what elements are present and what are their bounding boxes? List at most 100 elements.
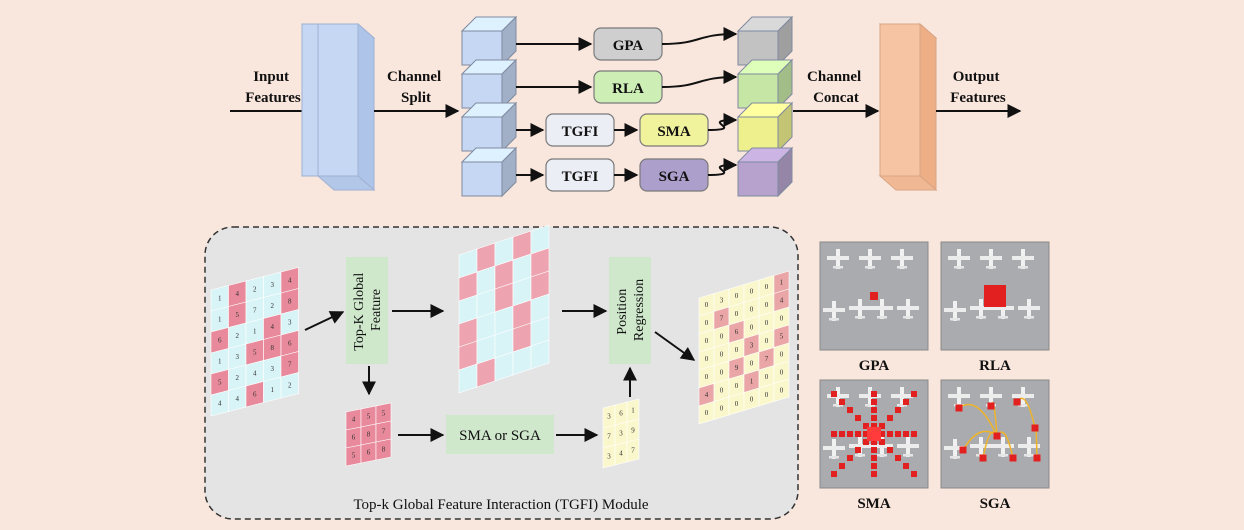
aircraft-icon <box>859 387 881 407</box>
grid-value: 6 <box>253 390 257 398</box>
gpa-example-panel: GPA <box>819 241 929 374</box>
svg-text:TGFI: TGFI <box>562 169 599 185</box>
aircraft-icon <box>1018 437 1040 457</box>
grid-value: 0 <box>705 301 709 309</box>
tgfi-module-title: Top-k Global Feature Interaction (TGFI) … <box>353 497 648 513</box>
grid-value: 6 <box>288 339 292 347</box>
tgfi-output-grid: 0300010700040060000003050090704001000000… <box>698 270 790 425</box>
grid-value: 4 <box>236 290 240 298</box>
aircraft-icon <box>1018 299 1040 319</box>
grid-value: 7 <box>382 428 386 436</box>
tgfi-module-panel: Top-k Global Feature Interaction (TGFI) … <box>204 224 799 520</box>
grid-value: 0 <box>765 319 769 327</box>
to-concat-arrow <box>661 27 738 45</box>
grid-value: 4 <box>705 391 709 399</box>
split-cube-4 <box>460 146 518 198</box>
grid-cell <box>280 372 299 399</box>
grid-value: 3 <box>720 296 724 304</box>
grid-value: 1 <box>218 294 222 302</box>
concat-cube-3 <box>736 101 794 153</box>
sga-sampled-points <box>955 397 1041 462</box>
aircraft-icon <box>823 301 845 321</box>
grid-value: 0 <box>765 391 769 399</box>
aircraft-icon <box>891 249 913 269</box>
grid-value: 0 <box>780 386 784 394</box>
grid-value: 0 <box>780 314 784 322</box>
aircraft-icon <box>827 387 849 407</box>
grid-value: 4 <box>271 323 275 331</box>
grid-value: 0 <box>705 373 709 381</box>
grid-value: 4 <box>218 399 222 407</box>
svg-text:SMA: SMA <box>657 124 691 140</box>
sga-example-panel: SGA <box>940 379 1050 512</box>
concat-cube-2 <box>736 58 794 110</box>
grid-value: 1 <box>750 377 754 385</box>
grid-value: 6 <box>735 328 739 336</box>
grid-value: 3 <box>619 430 623 438</box>
grid-value: 0 <box>720 332 724 340</box>
sga-example-label: SGA <box>980 496 1011 512</box>
grid-cell <box>626 438 640 463</box>
position-regression-box: Position Regression <box>609 257 651 364</box>
concat-cube-4 <box>736 146 794 198</box>
rla-example-label: RLA <box>979 358 1011 374</box>
branch-2: RLA <box>516 70 738 104</box>
aircraft-icon <box>992 437 1014 457</box>
rla-example-panel: RLA <box>940 241 1050 374</box>
aircraft-icon <box>849 299 871 319</box>
grid-value: 0 <box>750 305 754 313</box>
grid-cell <box>530 339 550 370</box>
grid-value: 0 <box>780 350 784 358</box>
grid-cell <box>375 438 392 461</box>
grid-value: 0 <box>750 395 754 403</box>
grid-value: 0 <box>750 359 754 367</box>
highlight-map-cells <box>458 224 550 394</box>
grid-value: 0 <box>705 355 709 363</box>
branch-4: TGFI SGA <box>516 158 738 192</box>
grid-value: 1 <box>271 386 275 394</box>
concat-cube-1 <box>736 15 794 67</box>
grid-value: 2 <box>271 302 275 310</box>
grid-value: 0 <box>705 319 709 327</box>
topk-global-feature-box: Top-K Global Feature <box>346 257 388 364</box>
grid-value: 4 <box>236 395 240 403</box>
grid-value: 3 <box>607 413 611 421</box>
grid-value: 8 <box>367 431 371 439</box>
grid-value: 5 <box>382 410 386 418</box>
grid-value: 2 <box>288 381 292 389</box>
aircraft-icon <box>944 439 966 459</box>
to-concat-arrow <box>707 158 738 176</box>
rla-module-box: RLA <box>593 70 663 104</box>
split-cube-3 <box>460 101 518 153</box>
grid-value: 2 <box>236 374 240 382</box>
grid-value: 5 <box>780 332 784 340</box>
gpa-query-point <box>870 292 878 300</box>
grid-value: 1 <box>780 278 784 286</box>
aircraft-icon <box>948 249 970 269</box>
sga-module-box: SGA <box>639 158 709 192</box>
grid-to-topk-arrow <box>304 311 345 331</box>
to-concat-arrow <box>661 70 738 88</box>
grid-value: 0 <box>735 400 739 408</box>
aircraft-icon <box>891 387 913 407</box>
aircraft-icon <box>871 437 893 457</box>
regression-to-output-arrow <box>654 331 696 361</box>
grid-value: 3 <box>288 318 292 326</box>
sma-example-panel: SMA <box>819 379 929 512</box>
svg-text:GPA: GPA <box>613 38 644 54</box>
split-cube-2 <box>460 58 518 110</box>
topk-highlight-map <box>458 224 550 394</box>
branches: GPA RLA TGFI SMA TGFI SGA <box>516 27 738 192</box>
tgfi-module-box: TGFI <box>545 158 615 192</box>
input-features-label: Input Features <box>245 69 301 106</box>
grid-value: 0 <box>750 287 754 295</box>
rla-local-window <box>984 285 1006 307</box>
to-concat-arrow <box>707 113 738 131</box>
aircraft-icon <box>970 299 992 319</box>
sma-example-label: SMA <box>857 496 891 512</box>
grid-value: 0 <box>720 350 724 358</box>
